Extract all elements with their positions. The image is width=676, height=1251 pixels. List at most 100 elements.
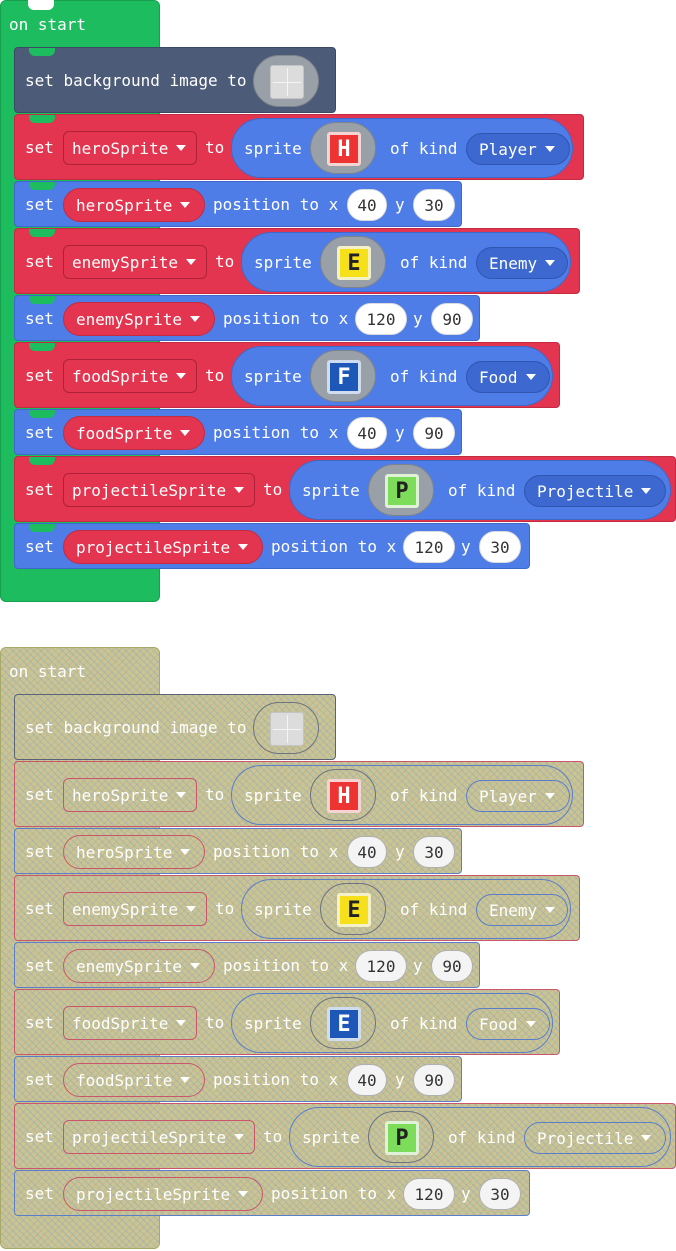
set-projectile-sprite-block[interactable]: set projectileSprite to sprite P of kind… xyxy=(14,1103,676,1169)
x-input[interactable]: 120 xyxy=(403,1178,455,1210)
y-label: y xyxy=(413,956,423,975)
sprite-image-picker[interactable]: P xyxy=(368,1111,434,1163)
var-name: projectileSprite xyxy=(72,1127,227,1147)
dropdown-caret-icon xyxy=(234,487,245,493)
set-enemy-sprite-block[interactable]: set enemySprite to sprite E of kind Enem… xyxy=(14,875,580,941)
hero-sprite-var-dropdown[interactable]: heroSprite xyxy=(63,835,205,869)
set-enemy-position-block[interactable]: set enemySprite position to x 120 y 90 xyxy=(14,295,480,341)
food-sprite-var-dropdown[interactable]: foodSprite xyxy=(63,416,205,450)
y-input[interactable]: 90 xyxy=(431,303,473,335)
block-notch xyxy=(29,182,55,190)
sprite-image-picker[interactable]: H xyxy=(310,122,376,174)
set-hero-position-block[interactable]: set heroSprite position to x 40 y 30 xyxy=(14,828,462,874)
var-name: projectileSprite xyxy=(72,480,227,500)
y-input[interactable]: 90 xyxy=(413,417,455,449)
hero-sprite-icon: H xyxy=(327,132,361,166)
on-start-stack-disabled[interactable]: on start set background image to set her… xyxy=(0,647,676,1251)
kind-dropdown-player[interactable]: Player xyxy=(466,780,570,812)
sprite-of-kind-reporter[interactable]: sprite P of kind Projectile xyxy=(289,460,671,520)
sprite-image-picker[interactable]: H xyxy=(310,769,376,821)
sprite-of-kind-reporter[interactable]: sprite H of kind Player xyxy=(231,118,573,178)
set-projectile-position-block[interactable]: set projectileSprite position to x 120 y… xyxy=(14,1170,530,1216)
set-food-sprite-block[interactable]: set foodSprite to sprite E of kind Food xyxy=(14,989,560,1055)
sprite-of-kind-reporter[interactable]: sprite F of kind Food xyxy=(231,346,553,406)
sprite-of-kind-reporter[interactable]: sprite E of kind Enemy xyxy=(241,879,571,939)
sprite-of-kind-reporter[interactable]: sprite P of kind Projectile xyxy=(289,1107,671,1167)
set-hero-sprite-block[interactable]: set heroSprite to sprite H of kind Playe… xyxy=(14,761,584,827)
x-input[interactable]: 40 xyxy=(347,836,387,868)
on-start-stack[interactable]: on start set background image to set her… xyxy=(0,0,676,604)
sprite-label: sprite xyxy=(244,367,302,386)
food-sprite-var-dropdown[interactable]: foodSprite xyxy=(63,359,197,393)
hero-sprite-var-dropdown[interactable]: heroSprite xyxy=(63,778,197,812)
hero-sprite-var-dropdown[interactable]: heroSprite xyxy=(63,131,197,165)
x-input[interactable]: 120 xyxy=(403,531,455,563)
sprite-image-picker[interactable]: P xyxy=(368,464,434,516)
of-kind-label: of kind xyxy=(448,481,516,500)
position-label: position to x xyxy=(271,1184,397,1203)
set-background-image-block[interactable]: set background image to xyxy=(14,47,336,113)
x-input[interactable]: 40 xyxy=(347,417,387,449)
y-label: y xyxy=(461,1184,471,1203)
var-name: heroSprite xyxy=(72,785,169,805)
var-name: foodSprite xyxy=(76,1070,173,1090)
sprite-of-kind-reporter[interactable]: sprite E of kind Enemy xyxy=(241,232,571,292)
set-food-position-block[interactable]: set foodSprite position to x 40 y 90 xyxy=(14,1056,462,1102)
enemy-sprite-var-dropdown[interactable]: enemySprite xyxy=(63,302,215,336)
projectile-sprite-var-dropdown[interactable]: projectileSprite xyxy=(63,530,263,564)
set-food-position-block[interactable]: set foodSprite position to x 40 y 90 xyxy=(14,409,462,455)
block-notch xyxy=(29,410,55,418)
hero-sprite-var-dropdown[interactable]: heroSprite xyxy=(63,188,205,222)
set-enemy-sprite-block[interactable]: set enemySprite to sprite E of kind Enem… xyxy=(14,228,580,294)
set-hero-position-block[interactable]: set heroSprite position to x 40 y 30 xyxy=(14,181,462,227)
x-input[interactable]: 120 xyxy=(355,303,407,335)
background-image-picker[interactable] xyxy=(253,55,319,107)
y-input[interactable]: 30 xyxy=(479,531,521,563)
y-input[interactable]: 30 xyxy=(413,836,455,868)
sprite-image-picker[interactable]: E xyxy=(320,236,386,288)
sprite-of-kind-reporter[interactable]: sprite H of kind Player xyxy=(231,765,573,825)
sprite-of-kind-reporter[interactable]: sprite E of kind Food xyxy=(231,993,553,1053)
sprite-image-picker[interactable]: E xyxy=(310,997,376,1049)
set-hero-sprite-block[interactable]: set heroSprite to sprite H of kind Playe… xyxy=(14,114,584,180)
kind-dropdown-projectile[interactable]: Projectile xyxy=(524,1122,666,1154)
kind-dropdown-player[interactable]: Player xyxy=(466,133,570,165)
of-kind-label: of kind xyxy=(448,1128,516,1147)
kind-dropdown-food[interactable]: Food xyxy=(466,1008,550,1040)
set-projectile-sprite-block[interactable]: set projectileSprite to sprite P of kind… xyxy=(14,456,676,522)
projectile-sprite-var-dropdown[interactable]: projectileSprite xyxy=(63,1120,255,1154)
background-image-picker[interactable] xyxy=(253,702,319,754)
kind-dropdown-enemy[interactable]: Enemy xyxy=(476,894,568,926)
food-sprite-icon: F xyxy=(327,360,361,394)
sprite-image-picker[interactable]: F xyxy=(310,350,376,402)
kind-dropdown-food[interactable]: Food xyxy=(466,361,550,393)
food-sprite-var-dropdown[interactable]: foodSprite xyxy=(63,1006,197,1040)
set-background-image-block[interactable]: set background image to xyxy=(14,694,336,760)
x-input[interactable]: 120 xyxy=(355,950,407,982)
projectile-sprite-var-dropdown[interactable]: projectileSprite xyxy=(63,473,255,507)
sprite-label: sprite xyxy=(254,253,312,272)
y-input[interactable]: 30 xyxy=(479,1178,521,1210)
set-projectile-position-block[interactable]: set projectileSprite position to x 120 y… xyxy=(14,523,530,578)
x-input[interactable]: 40 xyxy=(347,1064,387,1096)
enemy-sprite-var-dropdown[interactable]: enemySprite xyxy=(63,949,215,983)
set-food-sprite-block[interactable]: set foodSprite to sprite F of kind Food xyxy=(14,342,560,408)
enemy-sprite-var-dropdown[interactable]: enemySprite xyxy=(63,245,207,279)
food-sprite-var-dropdown[interactable]: foodSprite xyxy=(63,1063,205,1097)
kind-dropdown-enemy[interactable]: Enemy xyxy=(476,247,568,279)
sprite-image-picker[interactable]: E xyxy=(320,883,386,935)
y-input[interactable]: 90 xyxy=(413,1064,455,1096)
x-input[interactable]: 40 xyxy=(347,189,387,221)
y-input[interactable]: 30 xyxy=(413,189,455,221)
var-name: heroSprite xyxy=(76,842,173,862)
set-enemy-position-block[interactable]: set enemySprite position to x 120 y 90 xyxy=(14,942,480,988)
set-label: set xyxy=(25,366,54,385)
enemy-sprite-var-dropdown[interactable]: enemySprite xyxy=(63,892,207,926)
y-input[interactable]: 90 xyxy=(431,950,473,982)
kind-dropdown-projectile[interactable]: Projectile xyxy=(524,475,666,507)
dropdown-caret-icon xyxy=(180,1077,191,1083)
block-notch xyxy=(29,48,55,56)
dropdown-caret-icon xyxy=(544,146,555,152)
var-name: foodSprite xyxy=(76,423,173,443)
projectile-sprite-var-dropdown[interactable]: projectileSprite xyxy=(63,1177,263,1211)
